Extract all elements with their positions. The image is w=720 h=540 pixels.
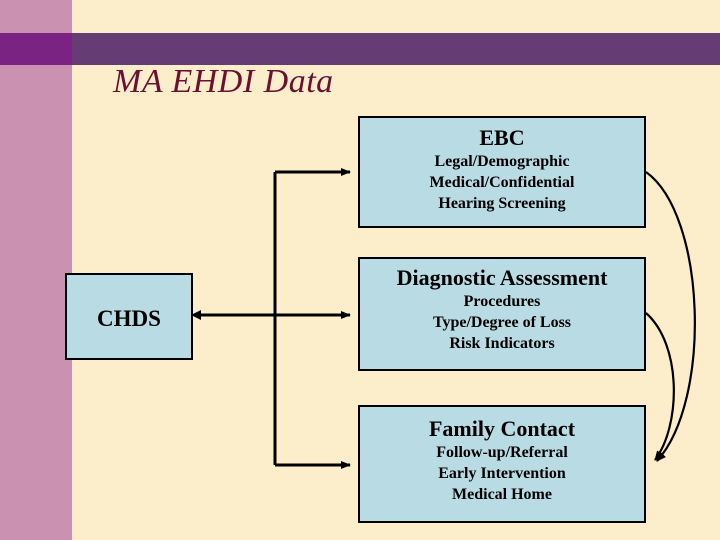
node-ebc-line-1: Legal/Demographic xyxy=(434,153,570,170)
node-diagnostic-line-1: Procedures xyxy=(463,293,541,310)
decorative-header-band-accent xyxy=(0,33,72,65)
node-diagnostic-line-2: Type/Degree of Loss xyxy=(432,314,572,331)
node-chds[interactable]: CHDS xyxy=(65,273,193,360)
node-chds-title: CHDS xyxy=(97,306,161,331)
node-family-title: Family Contact xyxy=(428,416,576,441)
node-ebc-line-3: Hearing Screening xyxy=(438,195,566,212)
node-family-line-2: Early Intervention xyxy=(438,465,566,482)
decorative-left-stripe xyxy=(0,0,72,540)
connector-ebc-to-family-curve xyxy=(645,171,696,462)
node-family-contact[interactable]: Family Contact Follow-up/Referral Early … xyxy=(358,405,646,523)
node-diagnostic-assessment[interactable]: Diagnostic Assessment Procedures Type/De… xyxy=(358,257,646,371)
node-ebc[interactable]: EBC Legal/Demographic Medical/Confidenti… xyxy=(358,116,646,228)
node-diagnostic-line-3: Risk Indicators xyxy=(449,335,555,352)
connector-diagnostic-to-family-curve xyxy=(645,312,675,461)
node-ebc-title: EBC xyxy=(479,125,525,150)
node-diagnostic-title: Diagnostic Assessment xyxy=(396,265,608,290)
decorative-header-band xyxy=(72,33,720,65)
node-family-line-3: Medical Home xyxy=(452,486,552,503)
slide-title: MA EHDI Data xyxy=(113,63,334,100)
node-family-line-1: Follow-up/Referral xyxy=(436,444,568,461)
node-ebc-line-2: Medical/Confidential xyxy=(429,174,575,191)
